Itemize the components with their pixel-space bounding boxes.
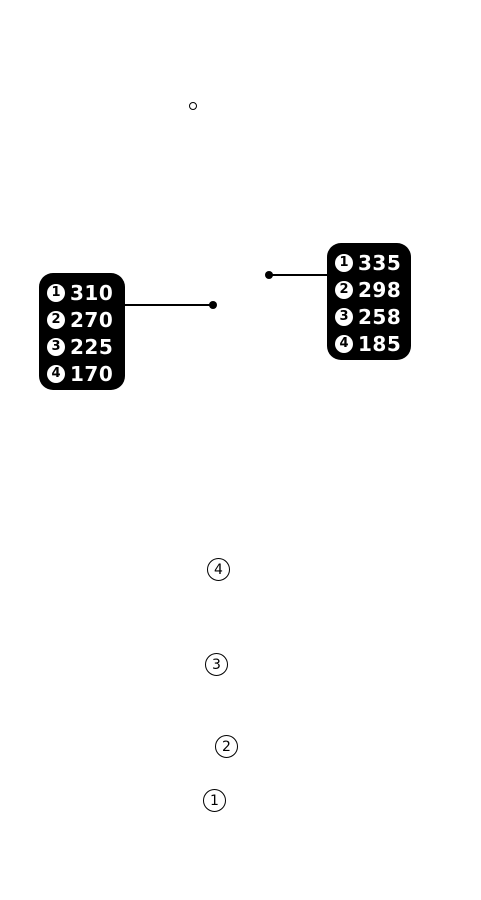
right-callout-row: 4 185 [335,330,403,357]
callout-value: 335 [358,250,402,275]
right-callout-row: 1 335 [335,249,403,276]
number-badge: 4 [335,334,353,353]
number-badge: 4 [47,364,65,383]
callout-value: 170 [70,361,114,386]
right-callout-row: 3 258 [335,303,403,330]
circled-marker-2: 2 [215,735,238,758]
circled-marker-1: 1 [203,789,226,812]
number-badge: 2 [335,280,353,299]
number-badge: 2 [47,310,65,329]
callout-value: 185 [358,331,402,356]
left-callout-row: 1 310 [47,279,117,306]
callout-value: 298 [358,277,402,302]
number-badge: 3 [335,307,353,326]
right-callout: 1 335 2 298 3 258 4 185 [327,243,411,360]
circled-marker-4: 4 [207,558,230,581]
left-callout-row: 2 270 [47,306,117,333]
number-badge: 1 [47,283,65,302]
left-callout: 1 310 2 270 3 225 4 170 [39,273,125,390]
left-callout-row: 4 170 [47,360,117,387]
callout-value: 270 [70,307,114,332]
left-callout-row: 3 225 [47,333,117,360]
circled-marker-3: 3 [205,653,228,676]
left-leader-point [209,301,217,309]
origin-point [189,102,197,110]
number-badge: 3 [47,337,65,356]
number-badge: 1 [335,253,353,272]
callout-value: 258 [358,304,402,329]
callout-value: 225 [70,334,114,359]
right-callout-row: 2 298 [335,276,403,303]
callout-value: 310 [70,280,114,305]
right-leader-point [265,271,273,279]
